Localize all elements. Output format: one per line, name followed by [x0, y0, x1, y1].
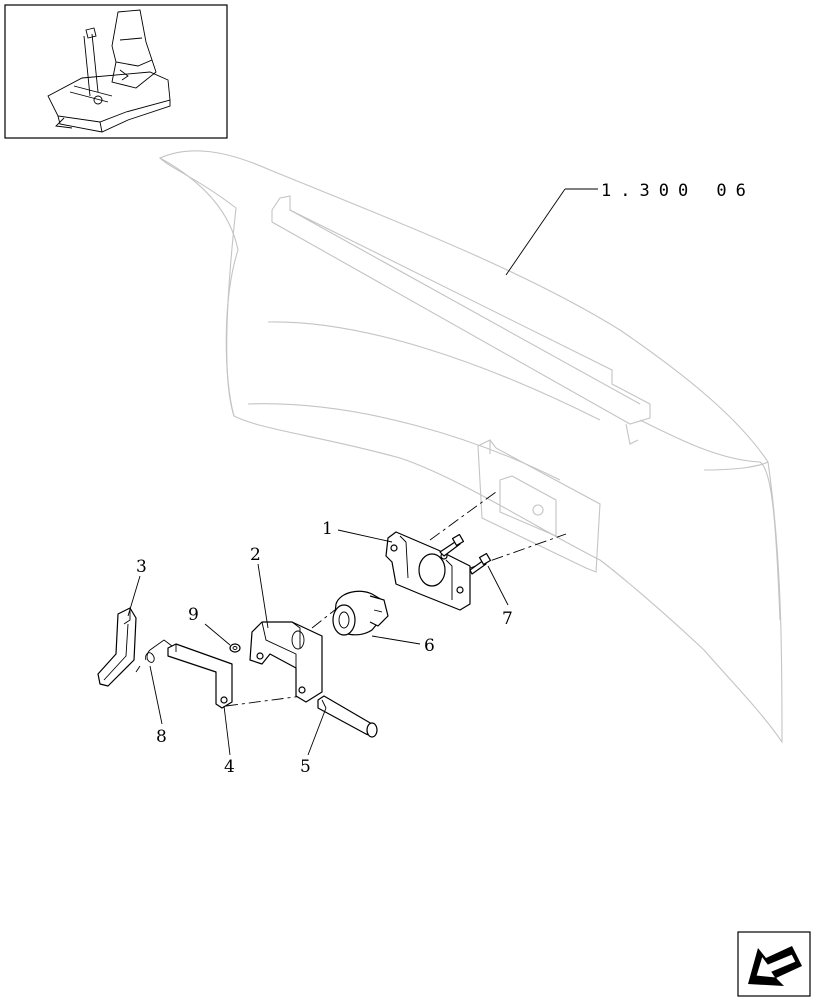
- assembly-lines: [225, 491, 567, 707]
- callout-3: 3: [136, 557, 147, 577]
- part-2-bracket[interactable]: [249, 621, 323, 703]
- reference-leader: [505, 188, 566, 276]
- machine-thumbnail[interactable]: [4, 4, 228, 139]
- leader-lines: [127, 529, 509, 756]
- callout-8: 8: [156, 727, 167, 747]
- callout-1: 1: [322, 519, 333, 539]
- callout-7: 7: [502, 609, 513, 629]
- nav-arrow-button[interactable]: [737, 931, 811, 997]
- part-8-spring[interactable]: [135, 639, 173, 673]
- callout-2: 2: [250, 545, 261, 565]
- part-7-screws[interactable]: [439, 533, 492, 575]
- part-9-washer[interactable]: [229, 643, 241, 653]
- callout-9: 9: [188, 605, 199, 625]
- part-4-latch-plate[interactable]: [167, 643, 233, 709]
- callout-5: 5: [300, 757, 311, 777]
- reference-label: 1.300 06: [601, 181, 755, 201]
- part-5-pin[interactable]: [317, 695, 378, 738]
- callout-4: 4: [224, 757, 235, 777]
- part-6-switch[interactable]: [332, 590, 389, 636]
- part-3-lever[interactable]: [97, 607, 137, 687]
- callout-6: 6: [424, 636, 435, 656]
- arrow-bottom-left-icon: [748, 946, 802, 986]
- console-housing-outline: [158, 150, 783, 744]
